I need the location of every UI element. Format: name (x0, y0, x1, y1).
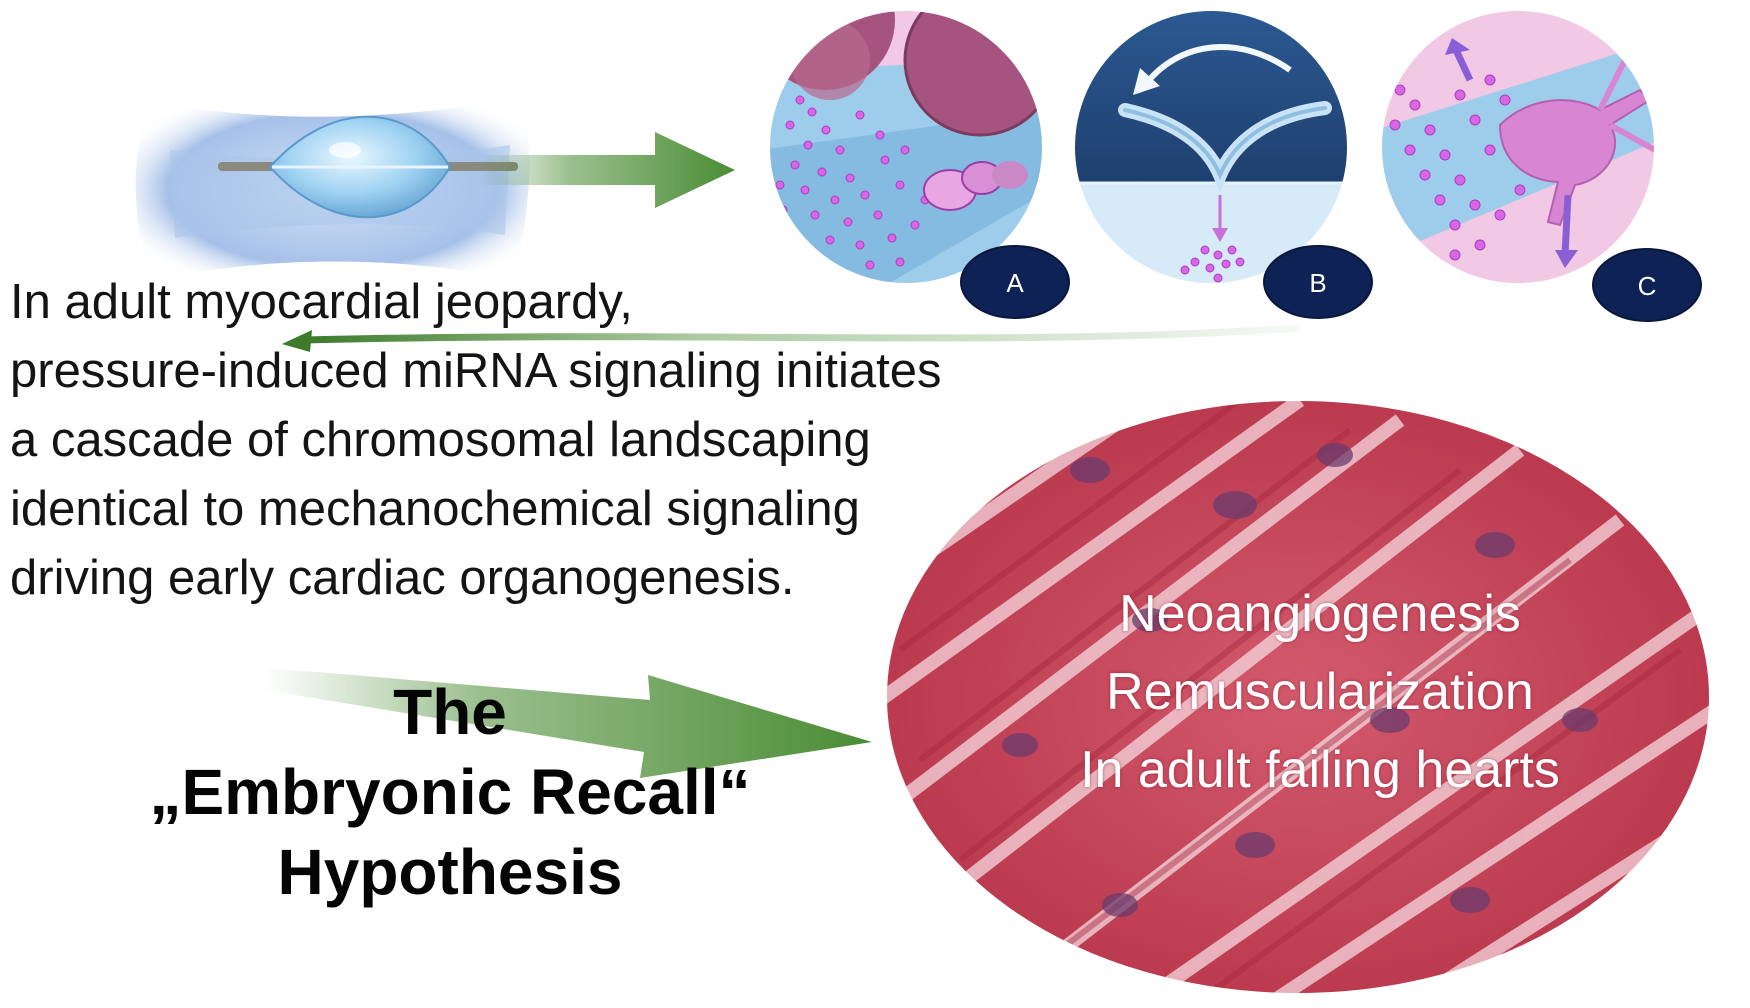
panel-label-c: C (1638, 271, 1657, 301)
hypothesis-line: The (393, 676, 507, 748)
intro-line: In adult myocardial jeopardy, (10, 275, 633, 329)
outcome-line: Remuscularization (1106, 663, 1534, 721)
panel-label-a: A (1006, 268, 1024, 298)
hypothesis-title: The „Embryonic Recall“ Hypothesis (60, 672, 840, 912)
arrow-feedback (304, 324, 1301, 344)
outcome-line: In adult failing hearts (1080, 741, 1560, 799)
arrow-to-panels (480, 132, 735, 208)
intro-line: a cascade of chromosomal landscaping (10, 413, 871, 467)
intro-text: In adult myocardial jeopardy, pressure-i… (10, 268, 1050, 613)
hypothesis-line: Hypothesis (277, 836, 623, 908)
outcomes-text: Neoangiogenesis Remuscularization In adu… (960, 575, 1680, 809)
balloon-catheter-illustration (135, 98, 530, 282)
outcome-line: Neoangiogenesis (1119, 585, 1521, 643)
panel-label-b: B (1309, 268, 1326, 298)
intro-line: driving early cardiac organogenesis. (10, 551, 795, 605)
badge-c (1592, 248, 1702, 322)
badge-b (1263, 245, 1373, 319)
intro-line: identical to mechanochemical signaling (10, 482, 860, 536)
hypothesis-line: „Embryonic Recall“ (149, 756, 751, 828)
myocardium-histology (886, 400, 1710, 994)
arrow-feedback-head (282, 330, 312, 352)
badge-a (960, 245, 1070, 319)
arrow-to-tissue (264, 668, 872, 778)
panel-c-illustration (1381, 10, 1655, 284)
intro-line: pressure-induced miRNA signaling initiat… (10, 344, 942, 398)
